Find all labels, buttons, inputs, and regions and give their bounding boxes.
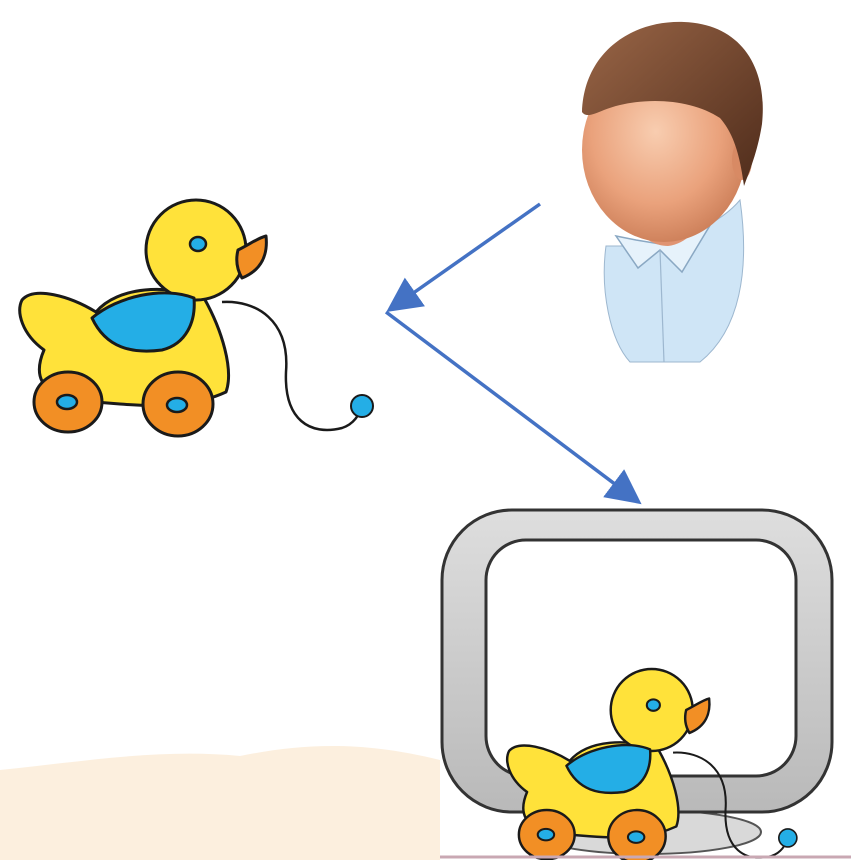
monitor-icon bbox=[442, 510, 832, 860]
pull-toy-duck-icon bbox=[20, 200, 373, 436]
background-wash bbox=[0, 746, 440, 860]
person-icon bbox=[582, 22, 763, 362]
arrow-person-to-toy bbox=[392, 204, 540, 308]
arrow-toy-to-monitor bbox=[386, 312, 636, 500]
